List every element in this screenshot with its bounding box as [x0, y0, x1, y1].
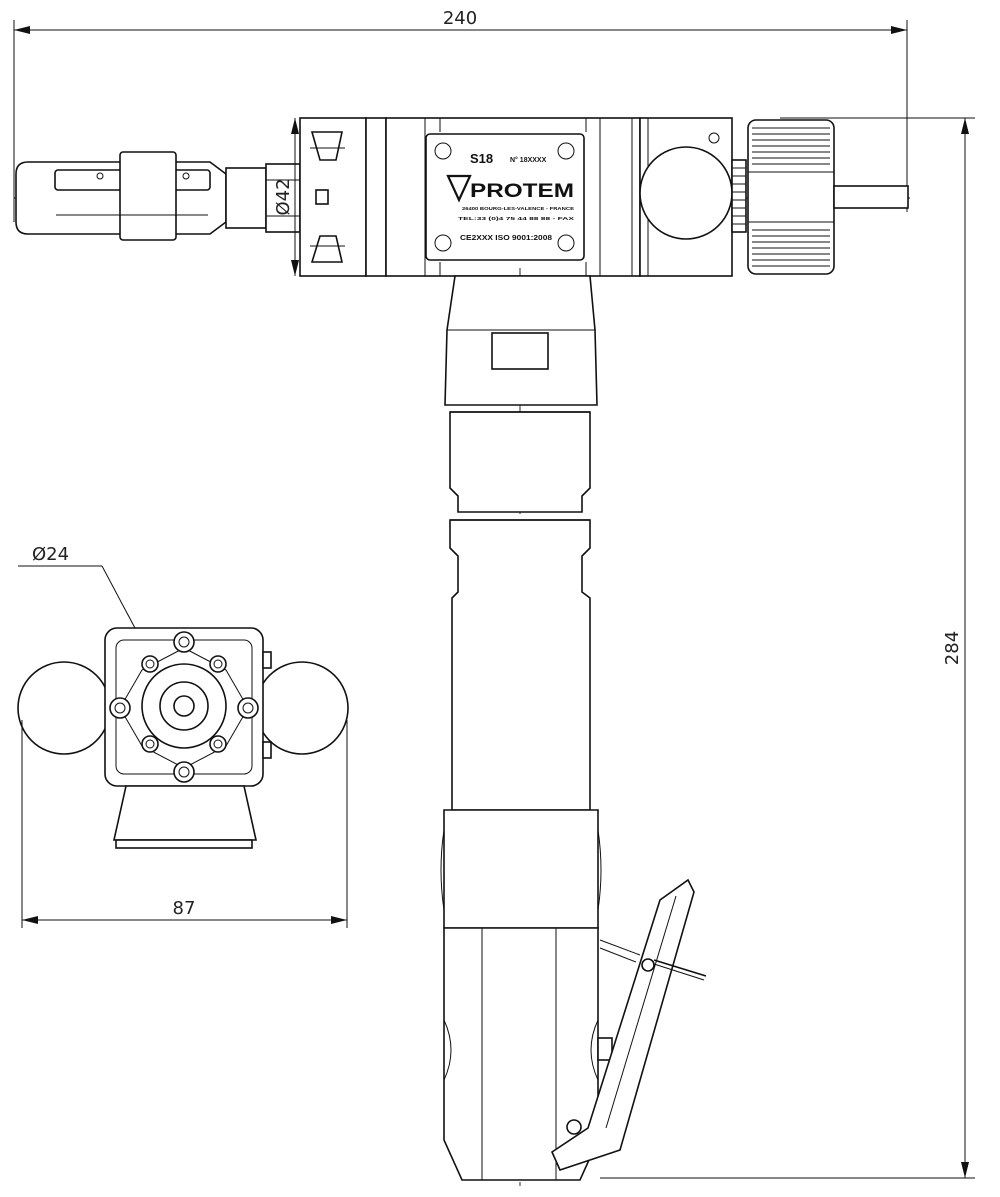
- nameplate-certification: CE2XXX ISO 9001:2008: [460, 233, 552, 242]
- expander-mandrel: [15, 151, 301, 241]
- nameplate-serial: N° 18XXXX: [510, 156, 547, 164]
- dimension-label-284: 284: [942, 631, 963, 665]
- dimension-diameter-42: Ø42: [273, 118, 299, 276]
- feed-gearbox: [639, 117, 747, 277]
- blade-holder-section: [299, 117, 387, 277]
- dimension-label-240: 240: [443, 8, 477, 29]
- nameplate-model: S18: [470, 151, 493, 166]
- tool-end-view: Ø24: [17, 544, 349, 928]
- trigger-lever[interactable]: [550, 878, 707, 1171]
- nameplate-brand: PROTEM: [470, 181, 574, 202]
- gear-teeth-icon: [732, 167, 746, 225]
- tool-handle-body: [440, 268, 613, 1190]
- bolt-icon: [109, 631, 259, 783]
- nameplate-address: 26400 BOURG-LES-VALENCE - FRANCE: [462, 206, 574, 211]
- dimension-label-d42: Ø42: [273, 178, 294, 215]
- nameplate: S18 N° 18XXXX PROTEM 26400 BOURG-LES-VAL…: [425, 133, 585, 261]
- motor-body: S18 N° 18XXXX PROTEM 26400 BOURG-LES-VAL…: [385, 117, 641, 277]
- tool-head-side-view: Ø42: [14, 117, 910, 277]
- knurled-feed-knob: [747, 119, 909, 275]
- protem-logo-icon: [446, 174, 472, 203]
- knurling-pattern: [752, 127, 830, 267]
- dimension-overall-length: 240: [13, 8, 908, 222]
- dimension-label-d24: Ø24: [32, 544, 69, 565]
- dimension-width-87: 87: [21, 720, 348, 928]
- dimension-label-87: 87: [173, 898, 196, 919]
- dimension-overall-height: 284: [600, 117, 975, 1179]
- nameplate-phone: TEL:33 (0)4 75 44 88 88 - FAX: [458, 216, 576, 221]
